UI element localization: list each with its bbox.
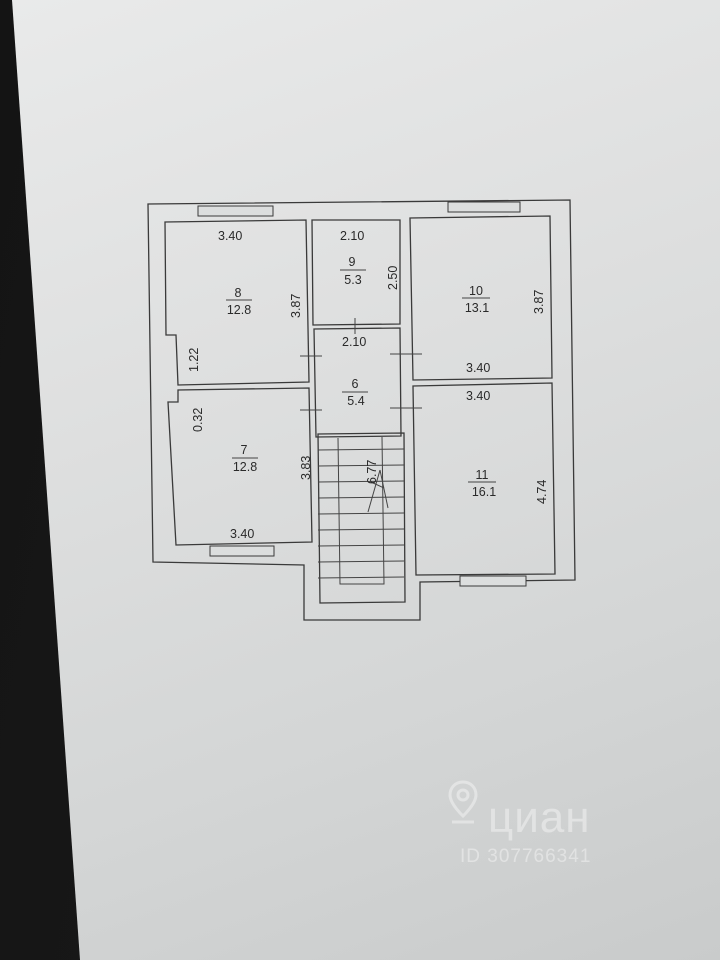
room-7-outline: [167, 387, 313, 546]
watermark-brand: циан: [488, 793, 591, 842]
svg-text:5.4: 5.4: [347, 394, 364, 408]
room-8-outline: [164, 219, 310, 386]
window-room-8: [197, 205, 274, 217]
dim-stair: 6.77: [365, 460, 379, 484]
dim-room7-bottom: 3.40: [230, 527, 254, 541]
svg-text:6: 6: [352, 377, 359, 391]
room-6-outline: [313, 327, 402, 438]
watermark-id: ID 307766341: [460, 846, 592, 867]
window-room-11: [459, 575, 527, 587]
dim-room11-top: 3.40: [466, 389, 490, 403]
room-10-outline: [409, 215, 553, 381]
svg-text:12.8: 12.8: [227, 303, 251, 317]
dim-room8-left: 1.22: [187, 348, 201, 372]
watermark: циан ID 307766341: [440, 780, 660, 880]
svg-text:12.8: 12.8: [233, 460, 257, 474]
room-10-label: 10 13.1: [462, 284, 490, 315]
svg-text:5.3: 5.3: [344, 273, 361, 287]
room-7-label: 7 12.8: [232, 443, 258, 474]
staircase: [317, 432, 406, 604]
dim-room9-right: 2.50: [386, 266, 400, 290]
outer-wall: [147, 199, 576, 621]
svg-text:9: 9: [349, 255, 356, 269]
door-markers: [300, 318, 422, 411]
room-11-label: 11 16.1: [468, 468, 496, 499]
room-9-outline: [311, 219, 401, 326]
dim-room7-left: 0.32: [191, 408, 205, 432]
window-room-7: [209, 545, 275, 557]
dim-room6-top: 2.10: [342, 335, 366, 349]
dim-room9-top: 2.10: [340, 229, 364, 243]
svg-text:16.1: 16.1: [472, 485, 496, 499]
svg-text:13.1: 13.1: [465, 301, 489, 315]
dim-room10-bottom: 3.40: [466, 361, 490, 375]
dim-room8-top: 3.40: [218, 229, 242, 243]
svg-text:11: 11: [476, 468, 489, 482]
room-6-label: 6 5.4: [342, 377, 368, 408]
window-room-10: [447, 201, 521, 213]
dim-room10-right: 3.87: [532, 290, 546, 314]
location-pin-icon: [448, 780, 478, 824]
svg-text:10: 10: [469, 284, 483, 298]
dim-room7-right: 3.83: [299, 456, 313, 480]
room-9-label: 9 5.3: [340, 255, 366, 287]
room-8-label: 8 12.8: [226, 286, 252, 317]
svg-text:7: 7: [241, 443, 248, 457]
svg-text:8: 8: [235, 286, 242, 300]
room-11-outline: [412, 382, 556, 576]
dim-room11-right: 4.74: [535, 480, 549, 504]
dim-room8-right: 3.87: [289, 294, 303, 318]
